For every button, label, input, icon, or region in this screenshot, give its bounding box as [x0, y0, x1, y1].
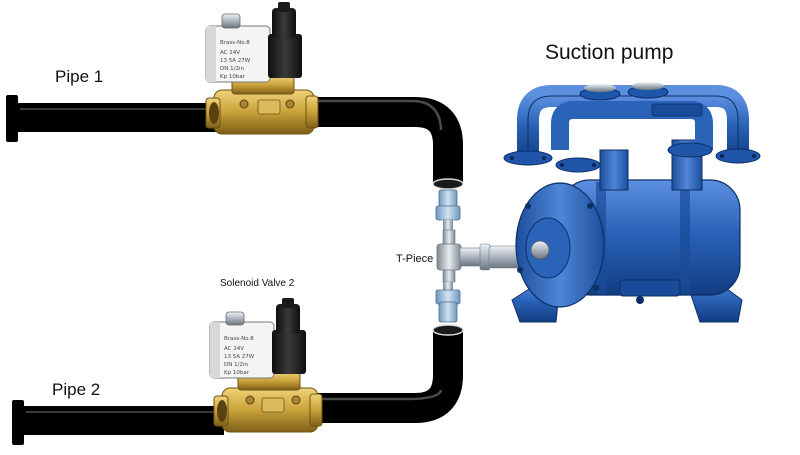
hose-lower — [312, 324, 464, 423]
valve2-plate-line4: Kp 10bar — [224, 370, 250, 376]
t-piece-label: T-Piece — [396, 253, 434, 265]
valve-plate-line4: Kp 10bar — [220, 74, 246, 80]
valve2-plate-line1: AC 24V — [224, 346, 244, 352]
solenoid-valve-icon: Brass-No.8 AC 24V 13 5A 27W DN 1/2in Kp … — [205, 2, 319, 135]
valve-plate-brand: Brass-No.8 — [220, 40, 250, 46]
valve-plate-line2: 13 5A 27W — [220, 58, 251, 64]
valve-plate-line1: AC 24V — [220, 50, 240, 56]
pipe-1 — [6, 95, 216, 142]
pipe-2-label: Pipe 2 — [52, 380, 101, 399]
suction-pump-label: Suction pump — [545, 41, 674, 64]
solenoid-valve-2-label: Solenoid Valve 2 — [220, 278, 295, 289]
pipe-2 — [12, 400, 224, 445]
hose-upper — [312, 97, 464, 190]
suction-pump-icon — [503, 82, 761, 323]
valve-plate-line3: DN 1/2in — [220, 66, 244, 72]
valve2-plate-brand: Brass-No.8 — [224, 336, 254, 342]
pipe-1-label: Pipe 1 — [55, 67, 104, 86]
valve2-plate-line3: DN 1/2in — [224, 362, 248, 368]
solenoid-valve-2-icon: Brass-No.8 AC 24V 13 5A 27W DN 1/2in Kp … — [209, 298, 323, 433]
valve2-plate-line2: 13 5A 27W — [224, 354, 255, 360]
